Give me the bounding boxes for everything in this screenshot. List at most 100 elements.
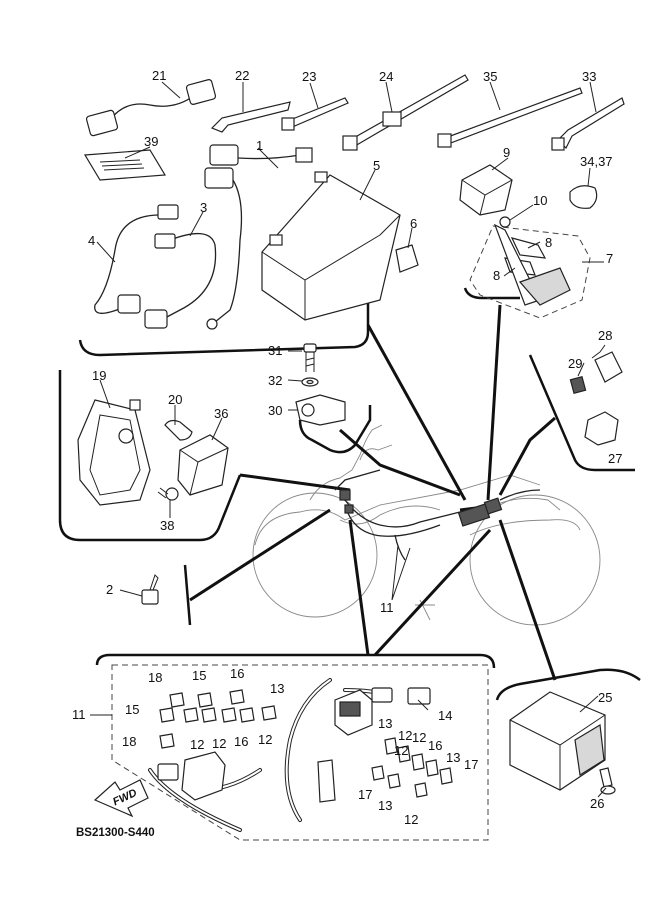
part-6-cover [395,244,419,273]
callout-17b[interactable]: 17 [358,787,372,802]
part-33-band [551,97,625,151]
drawing-code: BS21300-S440 [76,827,155,839]
callout-22[interactable]: 22 [235,68,249,83]
part-5-battery [261,171,401,321]
motorcycle-outline [252,424,601,626]
section-frames [58,225,641,701]
callout-15b[interactable]: 15 [125,702,139,717]
frame-top-right [463,287,520,300]
callout-20[interactable]: 20 [168,392,182,407]
fuse-group-box [111,664,489,841]
callout-4[interactable]: 4 [88,233,95,248]
part-30-bracket [295,394,346,426]
callout-leaders [90,81,607,798]
main-harness [334,469,541,561]
part-34-37-clamp [569,185,598,209]
callout-13d[interactable]: 13 [378,798,392,813]
callout-18a[interactable]: 18 [148,670,162,685]
callout-11a[interactable]: 11 [380,600,394,615]
leader-lines [189,304,557,681]
callout-15a[interactable]: 15 [192,668,206,683]
callout-5[interactable]: 5 [373,158,380,173]
callout-12e[interactable]: 12 [412,730,426,745]
callout-27[interactable]: 27 [608,451,622,466]
fuses [159,687,453,798]
part-31-bolt [303,343,317,372]
part-1-battery-lead [204,144,313,330]
callout-12b[interactable]: 12 [212,736,226,751]
frame-bottom [95,653,496,669]
callout-23[interactable]: 23 [302,69,316,84]
callout-16a[interactable]: 16 [230,666,244,681]
callout-8b[interactable]: 8 [493,268,500,283]
part-11-harness-detail [148,678,393,832]
callout-10[interactable]: 10 [533,193,547,208]
callout-1[interactable]: 1 [256,138,263,153]
callout-12f[interactable]: 12 [394,743,408,758]
callout-16c[interactable]: 16 [428,738,442,753]
callout-25[interactable]: 25 [598,690,612,705]
callout-11b[interactable]: 11 [72,707,86,722]
callout-38[interactable]: 38 [160,518,174,533]
callout-12d[interactable]: 12 [398,728,412,743]
callout-30[interactable]: 30 [268,403,282,418]
frame-top-left [78,225,370,357]
part-10-nut [499,216,511,228]
callout-12a[interactable]: 12 [190,737,204,752]
part-23-cable-tie [281,97,349,131]
part-29-plug [569,375,587,395]
callout-8a[interactable]: 8 [545,235,552,250]
dashed-groups [111,225,591,841]
callout-13c[interactable]: 13 [446,750,460,765]
callout-36[interactable]: 36 [214,406,228,421]
callout-24[interactable]: 24 [379,69,393,84]
frame-bottom-right [495,668,641,701]
part-22-band [210,101,291,133]
part-36-box [177,434,229,496]
callout-32[interactable]: 32 [268,373,282,388]
frame-right [528,354,635,472]
part-32-washer [301,377,319,387]
callout-13b[interactable]: 13 [378,716,392,731]
callout-29[interactable]: 29 [568,356,582,371]
callout-26[interactable]: 26 [590,796,604,811]
part-2-sensor [141,574,159,605]
callout-labels: 21 22 23 24 35 33 39 1 5 9 34,37 10 3 4 … [72,68,622,827]
frame-mid-center [298,405,372,454]
callout-6[interactable]: 6 [410,216,417,231]
callout-35[interactable]: 35 [483,69,497,84]
part-38-rivet [157,487,179,501]
part-21-sub-harness [85,79,217,137]
callout-12g[interactable]: 12 [404,812,418,827]
callout-33[interactable]: 33 [582,69,596,84]
part-26-bolt [599,767,616,795]
part-27-connector [584,411,619,446]
callout-3[interactable]: 3 [200,200,207,215]
callout-9[interactable]: 9 [503,145,510,160]
callout-12c[interactable]: 12 [258,732,272,747]
part-19-battery-box [77,399,151,506]
part-25-rectifier [509,691,606,791]
callout-19[interactable]: 19 [92,368,106,383]
part-4-wire [94,204,179,329]
callout-2[interactable]: 2 [106,582,113,597]
callout-13a[interactable]: 13 [270,681,284,696]
fwd-arrow: FWD [93,779,149,818]
part-20-clamp [164,419,193,441]
callout-28[interactable]: 28 [598,328,612,343]
part-28-coupler [594,351,623,383]
frame-mid-left [58,370,242,542]
callout-21[interactable]: 21 [152,68,166,83]
callout-14[interactable]: 14 [438,708,452,723]
part-39-label [83,149,167,181]
callout-34-37[interactable]: 34,37 [580,154,613,169]
callout-39[interactable]: 39 [144,134,158,149]
callout-16b[interactable]: 16 [234,734,248,749]
frame-lower-left [183,564,192,626]
callout-7[interactable]: 7 [606,251,613,266]
part-35-long-tie [437,87,583,148]
callout-31[interactable]: 31 [268,343,282,358]
callout-18b[interactable]: 18 [122,734,136,749]
callout-17a[interactable]: 17 [464,757,478,772]
